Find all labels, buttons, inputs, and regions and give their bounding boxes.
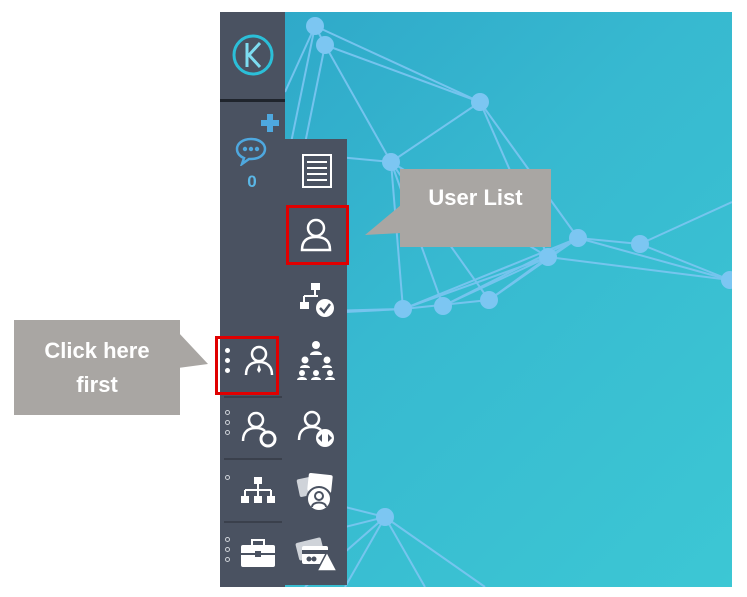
plus-icon[interactable]	[260, 113, 280, 133]
flyout-menu	[285, 139, 347, 585]
user-list-highlight	[286, 205, 349, 265]
k-logo-icon[interactable]	[230, 32, 276, 78]
callout-pointer	[178, 332, 208, 368]
logo-area	[220, 12, 285, 98]
menu-dots	[225, 475, 233, 485]
logo-divider	[220, 99, 285, 102]
users-menu-highlight	[215, 336, 279, 395]
team-hierarchy-icon[interactable]	[294, 337, 338, 381]
user-gear-icon[interactable]	[237, 407, 281, 451]
list-view-icon[interactable]	[295, 149, 339, 193]
chat-count: 0	[247, 172, 257, 191]
user-list-text: User List	[428, 185, 523, 210]
network-graphic	[285, 17, 732, 587]
callout-pointer	[365, 205, 401, 235]
cards-warning-icon[interactable]	[294, 530, 338, 574]
click-here-label: Click here first	[14, 320, 180, 415]
user-tie-icon[interactable]	[237, 339, 281, 383]
sidebar: 0	[220, 12, 285, 587]
separator	[224, 458, 282, 460]
user-icon[interactable]	[294, 213, 338, 257]
id-cards-icon[interactable]	[294, 471, 338, 515]
menu-dots	[225, 348, 233, 378]
briefcase-icon[interactable]	[236, 532, 280, 576]
org-chart-icon[interactable]	[236, 469, 280, 513]
separator	[224, 521, 282, 523]
network-background	[285, 12, 732, 587]
first-text: first	[76, 372, 118, 397]
menu-dots	[225, 410, 233, 440]
click-here-text: Click here	[44, 338, 150, 363]
workflow-check-icon[interactable]	[294, 278, 338, 322]
menu-dots	[225, 537, 233, 567]
chat-bubble-icon[interactable]	[234, 136, 268, 166]
user-list-label: User List	[400, 169, 551, 247]
separator	[224, 396, 282, 398]
user-transfer-icon[interactable]	[294, 407, 338, 451]
